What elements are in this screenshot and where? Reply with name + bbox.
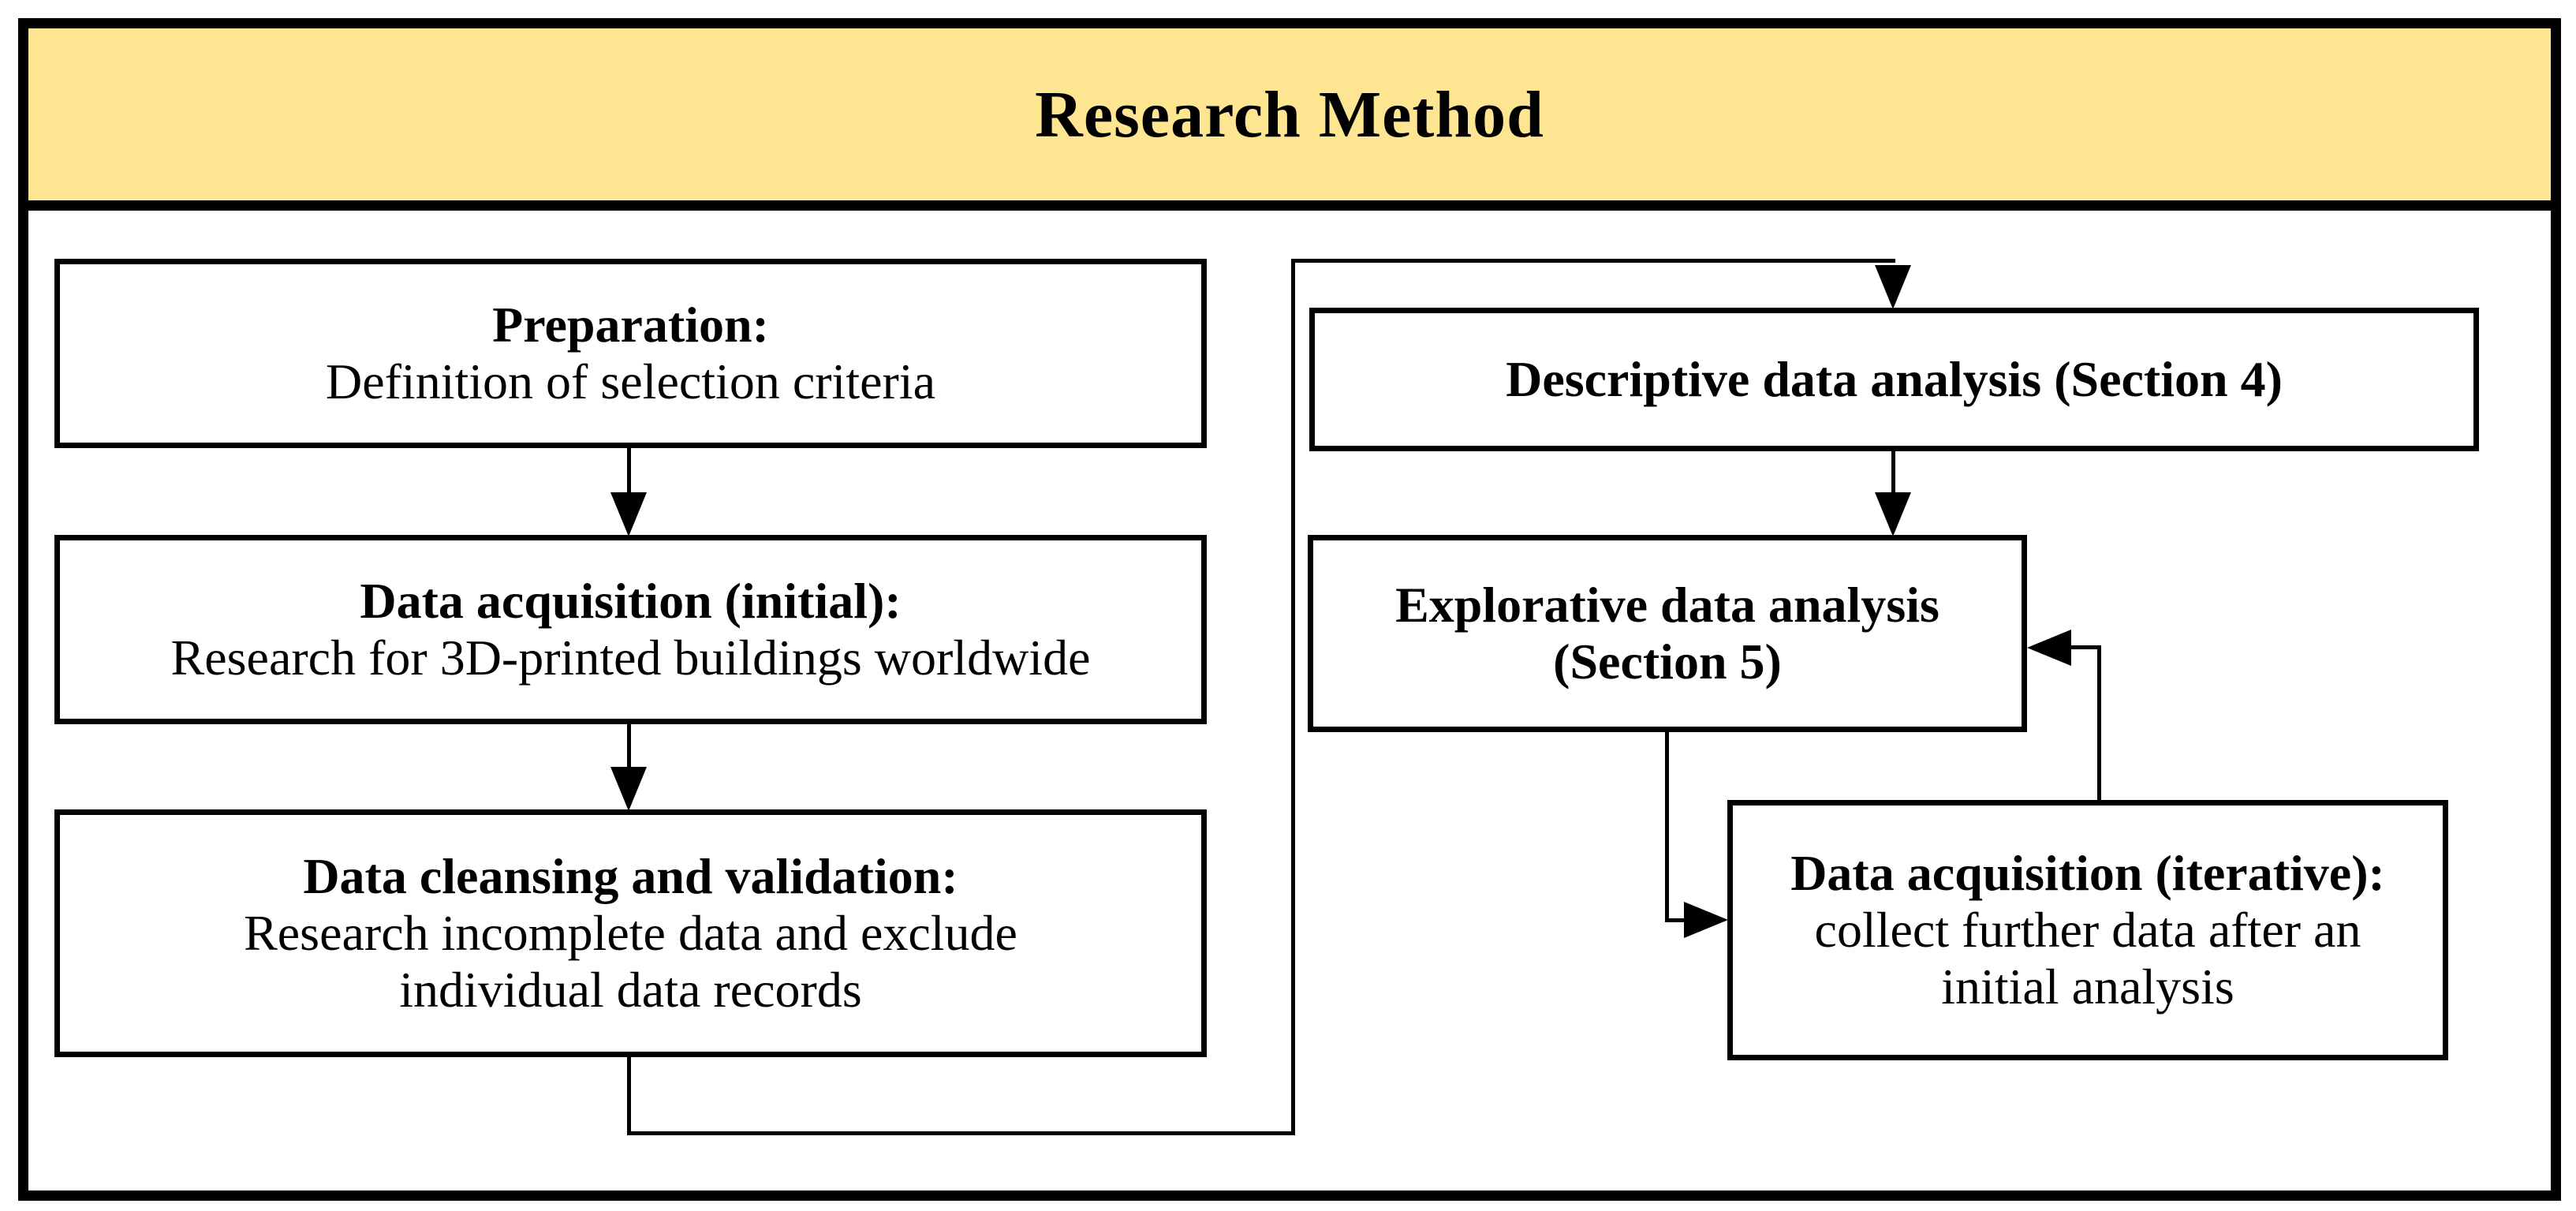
connector-initial-to-cleansing [627, 724, 631, 772]
node-data-acquisition-initial: Data acquisition (initial): Research for… [54, 535, 1207, 724]
arrowhead-into-explorative [2027, 630, 2071, 666]
arrowhead-prep-to-initial [610, 492, 647, 536]
connector-iterative-elbow [2065, 645, 2101, 649]
connector-top-run [1291, 259, 1895, 263]
node-data-cleansing-body: Research incomplete data and exclude ind… [244, 905, 1017, 1018]
node-data-acquisition-initial-body: Research for 3D-printed buildings worldw… [170, 630, 1091, 686]
figure-title: Research Method [1035, 77, 1544, 151]
node-explorative-analysis-heading: Explorative data analysis (Section 5) [1395, 577, 1939, 690]
node-data-cleansing-validation: Data cleansing and validation: Research … [54, 809, 1207, 1057]
node-preparation-heading: Preparation: [492, 297, 769, 353]
node-data-acquisition-iterative-body: collect further data after an initial an… [1814, 902, 2361, 1015]
node-explorative-analysis: Explorative data analysis (Section 5) [1308, 535, 2027, 732]
arrowhead-into-iterative [1684, 902, 1728, 938]
node-data-cleansing-heading: Data cleansing and validation: [303, 848, 958, 905]
node-preparation-body: Definition of selection criteria [325, 353, 936, 409]
connector-cleansing-bottom-run [627, 1131, 1295, 1135]
connector-explorative-down [1665, 732, 1669, 922]
arrowhead-into-descriptive [1875, 265, 1911, 309]
title-banner: Research Method [18, 18, 2561, 211]
connector-descriptive-to-explorative [1891, 451, 1895, 497]
connector-iterative-up [2097, 645, 2101, 800]
arrowhead-initial-to-cleansing [610, 767, 647, 811]
arrowhead-descriptive-to-explorative [1875, 492, 1911, 536]
connector-prep-to-initial [627, 447, 631, 496]
node-data-acquisition-iterative-heading: Data acquisition (iterative): [1790, 845, 2385, 902]
connector-cleansing-down [627, 1057, 631, 1135]
node-preparation: Preparation: Definition of selection cri… [54, 259, 1207, 448]
node-descriptive-analysis-heading: Descriptive data analysis (Section 4) [1506, 351, 2283, 408]
node-data-acquisition-initial-heading: Data acquisition (initial): [360, 573, 902, 630]
node-descriptive-analysis: Descriptive data analysis (Section 4) [1309, 308, 2479, 451]
node-data-acquisition-iterative: Data acquisition (iterative): collect fu… [1727, 800, 2448, 1060]
connector-riser-up [1291, 259, 1295, 1135]
connector-explorative-elbow [1665, 918, 1690, 922]
